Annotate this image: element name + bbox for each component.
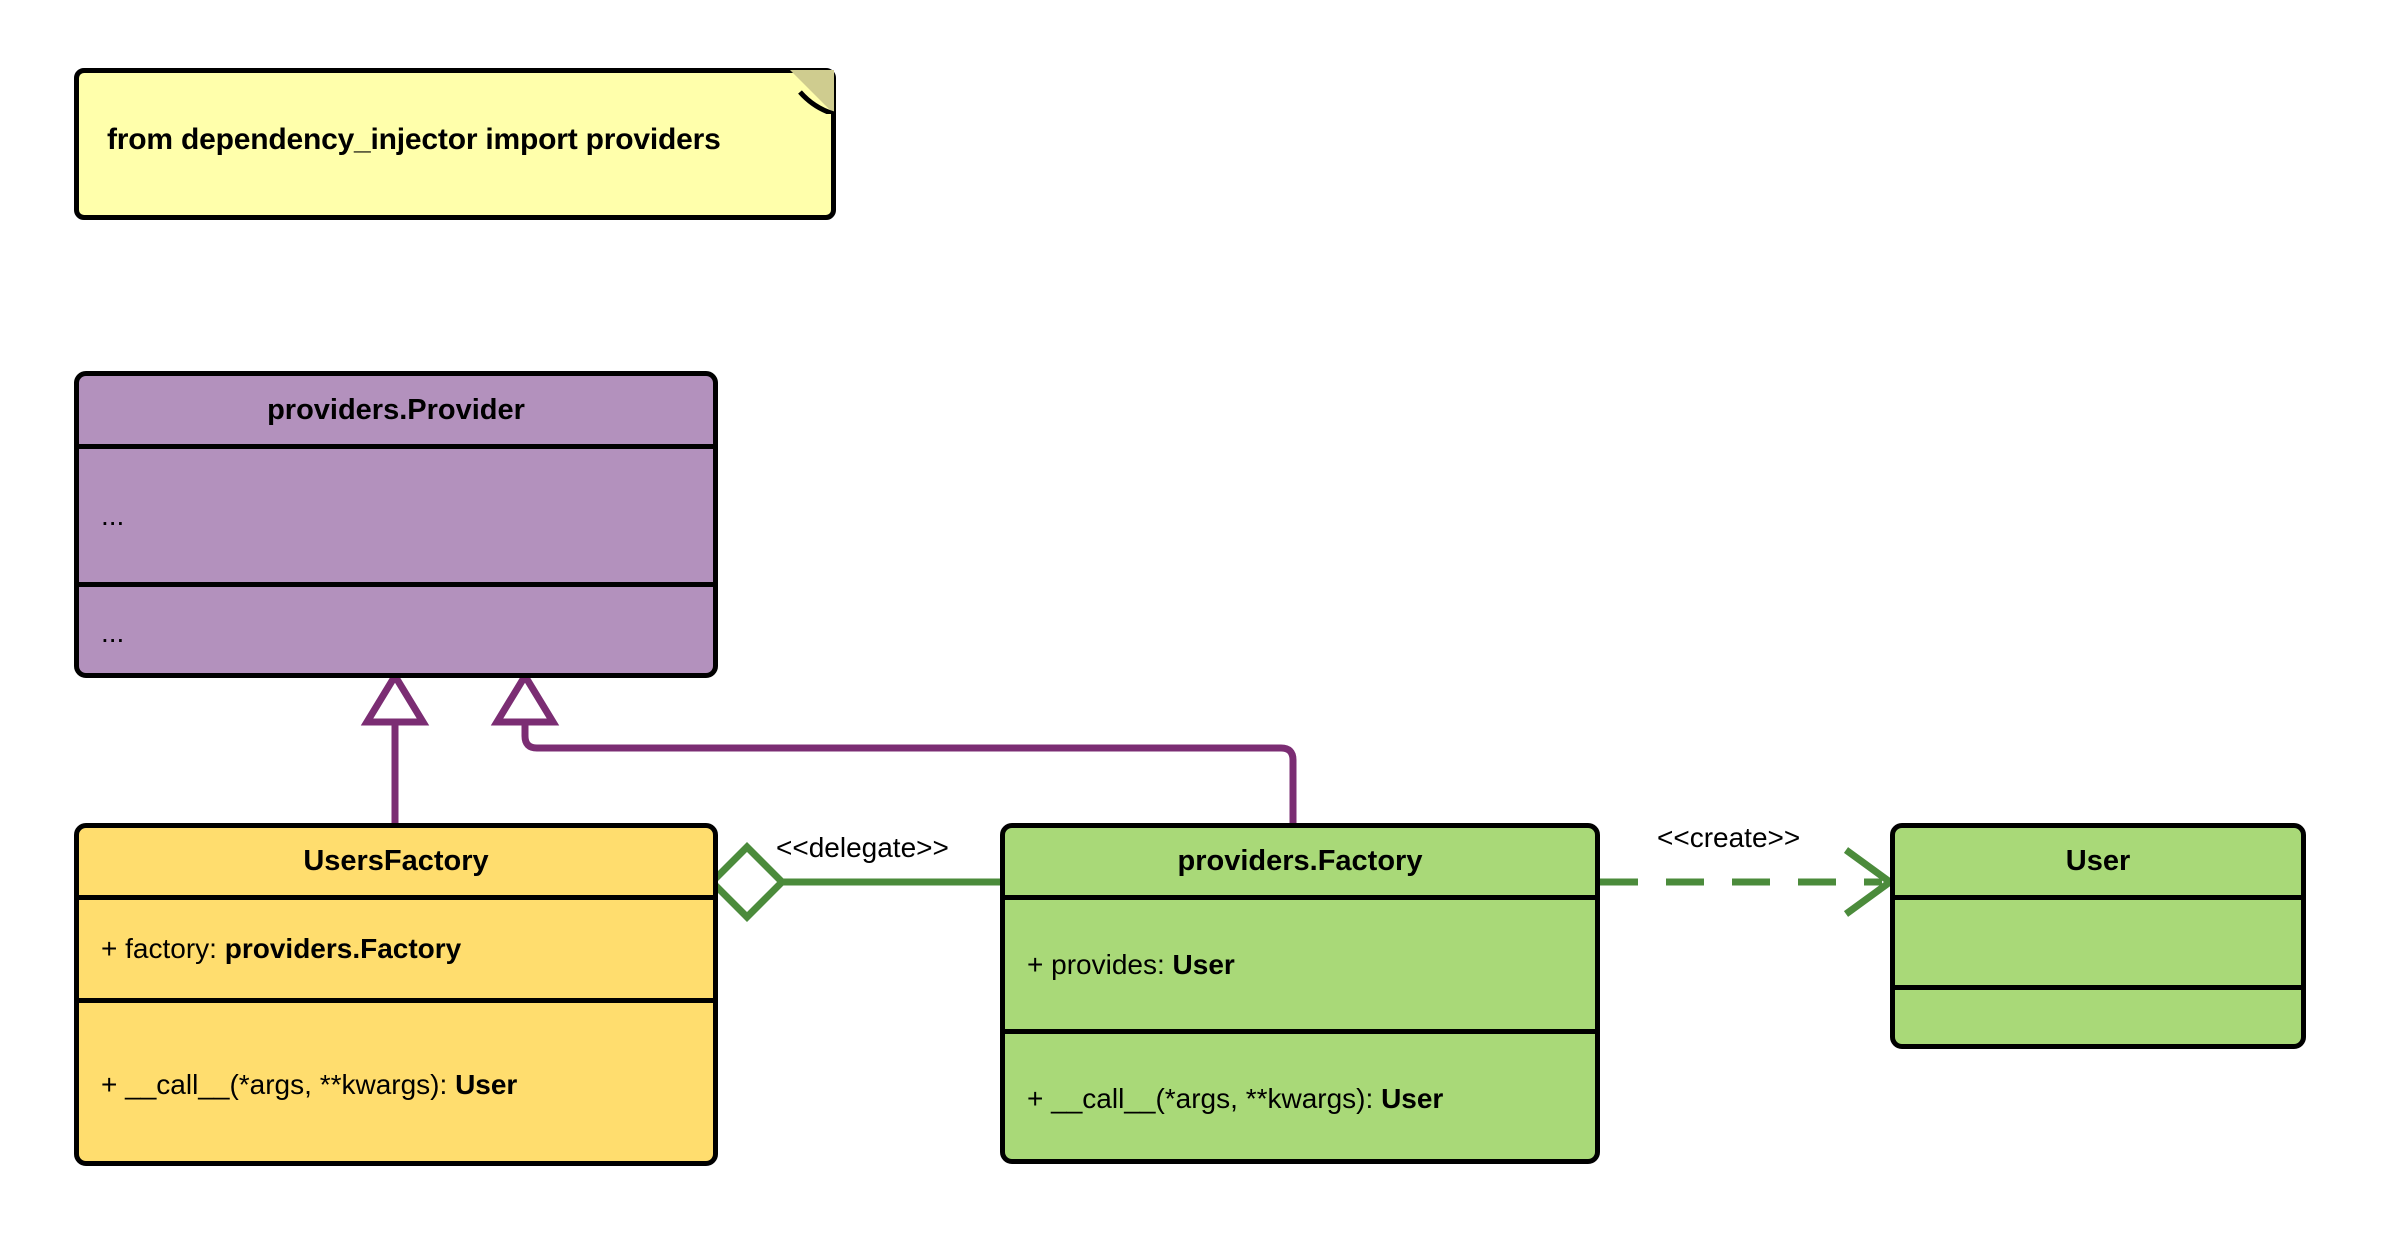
create-dependency-line (1600, 847, 1896, 917)
class-methods-providers-provider: ... (79, 582, 713, 673)
member-type: User (1381, 1083, 1444, 1114)
note-text: from dependency_injector import provider… (107, 123, 721, 156)
class-title-usersfactory: UsersFactory (303, 845, 489, 877)
member-visibility: + (1027, 948, 1044, 980)
member-label: factory: (125, 933, 217, 964)
note-box: from dependency_injector import provider… (74, 68, 836, 220)
class-methods-providers-factory: + __call__(*args, **kwargs): User (1005, 1029, 1595, 1159)
class-box-user[interactable]: User (1890, 823, 2306, 1049)
class-attributes-usersfactory: + factory: providers.Factory (79, 895, 713, 998)
class-attributes-providers-factory: + provides: User (1005, 895, 1595, 1029)
member-visibility: + (101, 933, 118, 964)
member-label: __call__(*args, **kwargs): (125, 1068, 448, 1100)
class-box-providers-factory[interactable]: providers.Factory + provides: User + __c… (1000, 823, 1600, 1164)
member-type: providers.Factory (224, 933, 462, 964)
class-box-usersfactory[interactable]: UsersFactory + factory: providers.Factor… (74, 823, 718, 1166)
generalization-providersfactory-line (490, 669, 1297, 824)
edge-label-delegate: <<delegate>> (776, 832, 949, 863)
class-methods-user (1895, 985, 2301, 1044)
class-methods-usersfactory: + __call__(*args, **kwargs): User (79, 998, 713, 1161)
class-title-providers-provider: providers.Provider (267, 393, 525, 426)
note-fold-corner (790, 70, 834, 114)
class-box-providers-provider[interactable]: providers.Provider ... ... (74, 371, 718, 678)
class-title-user: User (2065, 845, 2131, 877)
member-visibility: + (101, 1068, 118, 1100)
generalization-usersfactory-line (360, 669, 430, 824)
edge-label-create: <<create>> (1657, 822, 1801, 853)
class-title-providers-factory: providers.Factory (1177, 845, 1423, 877)
delegate-aggregation-line (707, 842, 1000, 922)
member-visibility: + (1027, 1083, 1044, 1114)
class-attributes-user (1895, 895, 2301, 985)
member-type: User (1172, 948, 1235, 980)
member-label: __call__(*args, **kwargs): (1051, 1083, 1374, 1114)
member-label: provides: (1051, 948, 1165, 980)
member-type: User (455, 1068, 518, 1100)
class-attributes-providers-provider: ... (79, 444, 713, 582)
